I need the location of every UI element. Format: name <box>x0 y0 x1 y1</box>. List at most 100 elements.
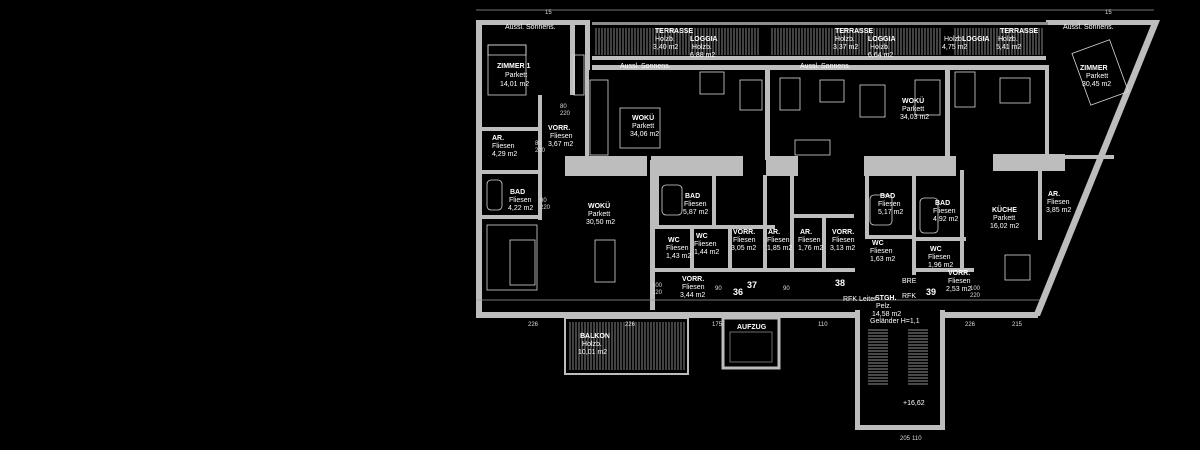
rfk-label: RFK <box>902 293 916 300</box>
unit-number-39: 39 <box>926 287 936 297</box>
room-zimmer4-area: 30,45 m2 <box>1082 81 1111 88</box>
dim-bot-3: 175 <box>712 322 723 328</box>
bathtub-4 <box>919 197 939 234</box>
room-balkon-area: 10,01 m2 <box>578 349 607 356</box>
room-terrasse3-area: 4,75 m2 <box>942 44 967 51</box>
dimensions: 15 15 226 226 175 110 226 215 205 110 80… <box>476 9 1154 442</box>
room-wc4-area: 1,96 m2 <box>928 262 953 269</box>
wall-unit37-38 <box>765 70 770 160</box>
wall-stair-east <box>940 310 945 430</box>
wall-woku1-north-west <box>585 70 589 160</box>
wall-ar2-west <box>763 175 767 270</box>
room-bad1-area: 4,22 m2 <box>508 205 533 212</box>
room-bad3-name: BAD <box>880 193 895 200</box>
room-vorr4-name: VORR. <box>948 270 970 277</box>
wall-ar2-east <box>790 175 794 270</box>
room-terrasse1-name: TERRASSE <box>655 28 693 35</box>
wall-zimmer4-south <box>1064 155 1114 159</box>
wall-ar3-east <box>822 218 826 270</box>
room-kuche-name: KÜCHE <box>992 205 1017 214</box>
room-ar3-name: AR. <box>800 229 812 236</box>
room-terrasse2-floor: Holzb. <box>835 36 855 43</box>
bed-pillows <box>487 44 527 56</box>
kitchen-row-3 <box>914 79 941 116</box>
wall-wc2-east <box>690 229 694 271</box>
room-terrasse1-area: 3,40 m2 <box>653 44 678 51</box>
room-stgh-floor: Pelz. <box>876 303 892 310</box>
room-ar1-area: 4,29 m2 <box>492 151 517 158</box>
bathtub-3 <box>869 194 893 226</box>
wall-vorr1-west <box>538 95 542 220</box>
room-ar1-floor: Fliesen <box>492 143 515 150</box>
room-vorr2-area: 3,05 m2 <box>731 245 756 252</box>
island-woku2 <box>619 107 661 149</box>
room-wc4-floor: Fliesen <box>928 254 951 261</box>
room-vorr3-floor: Fliesen <box>832 237 855 244</box>
room-wc2b-name: WC <box>696 233 708 240</box>
room-vorr4-floor: Fliesen <box>948 278 971 285</box>
room-vorr2b-floor: Fliesen <box>682 284 705 291</box>
room-loggia2-name: LOGGIA <box>868 36 896 43</box>
wall-zimmer4-west <box>1045 65 1049 155</box>
room-zimmer1-floor: Parkett <box>505 72 527 79</box>
room-woku3-name: WOKÜ <box>902 96 924 105</box>
wall-corridor-north <box>655 268 855 272</box>
sofa-woku3 <box>859 84 886 118</box>
wall-block-1 <box>565 156 647 176</box>
room-balkon-name: BALKON <box>580 333 610 340</box>
room-bad2-name: BAD <box>685 193 700 200</box>
room-wc2b-floor: Fliesen <box>694 241 717 248</box>
room-terrasse2-area: 3,37 m2 <box>833 44 858 51</box>
gelander-label: Geländer H=1,1 <box>870 318 920 325</box>
room-bad1-name: BAD <box>510 189 525 196</box>
room-woku2-floor: Parkett <box>632 123 654 130</box>
wall-ar1-south <box>482 170 542 174</box>
wall-bad3-south <box>865 235 915 239</box>
room-loggia1-name: LOGGIA <box>690 36 718 43</box>
room-wc3-floor: Fliesen <box>870 248 893 255</box>
room-zimmer4-name: ZIMMER <box>1080 65 1108 72</box>
interior-walls <box>482 25 1114 430</box>
wall-north-4 <box>1046 20 1154 25</box>
wall-bad2-east <box>712 175 716 225</box>
room-ar3-area: 1,76 m2 <box>798 245 823 252</box>
dim-door-2: 80 <box>535 141 542 147</box>
wall-bad4-south <box>916 237 966 241</box>
room-vorr1-area: 3,67 m2 <box>548 141 573 148</box>
room-loggia2-floor: Holzb. <box>870 44 890 51</box>
stair-treads <box>868 329 928 385</box>
room-vorr3-name: VORR. <box>832 229 854 236</box>
unit-number-36: 36 <box>733 287 743 297</box>
wall-block-2 <box>651 156 743 176</box>
dim-door-7b: 220 <box>970 293 981 299</box>
table-kuche <box>1004 254 1031 281</box>
room-bad4-name: BAD <box>935 200 950 207</box>
unit-number-37: 37 <box>747 280 757 290</box>
wall-unit38-39 <box>945 70 950 160</box>
dim-door-2b: 220 <box>535 148 546 154</box>
balcony-outline <box>564 317 689 375</box>
room-wc2-name: WC <box>668 237 680 244</box>
room-loggia3-name: LOGGIA <box>962 36 990 43</box>
kitchen-row-1 <box>589 79 609 156</box>
room-vorr1-floor: Fliesen <box>550 133 573 140</box>
coffee-table-woku1 <box>509 239 536 286</box>
sunshade-label-1: Aussl. Sonnens. <box>620 63 671 70</box>
wall-block-3 <box>766 156 798 176</box>
room-zimmer1-area: 14,01 m2 <box>500 81 529 88</box>
wall-south-east <box>940 312 1038 318</box>
dim-door-4: 100 <box>652 283 663 289</box>
dim-door-6: 90 <box>783 286 790 292</box>
room-loggia2-area: 6,64 m2 <box>868 52 893 59</box>
room-wc3-name: WC <box>872 240 884 247</box>
room-ar4-area: 3,85 m2 <box>1046 207 1071 214</box>
wall-bad3-west <box>865 175 869 235</box>
elevator-label: AUFZUG <box>737 324 767 331</box>
room-zimmer1-name: ZIMMER 1 <box>497 63 531 70</box>
armchair-woku3 <box>819 79 845 103</box>
dim-door-5: 90 <box>715 286 722 292</box>
outer-walls <box>476 20 1160 318</box>
sofa-woku2 <box>739 79 763 111</box>
desk-unit39 <box>999 77 1031 104</box>
wall-vorr3-north <box>794 214 854 218</box>
